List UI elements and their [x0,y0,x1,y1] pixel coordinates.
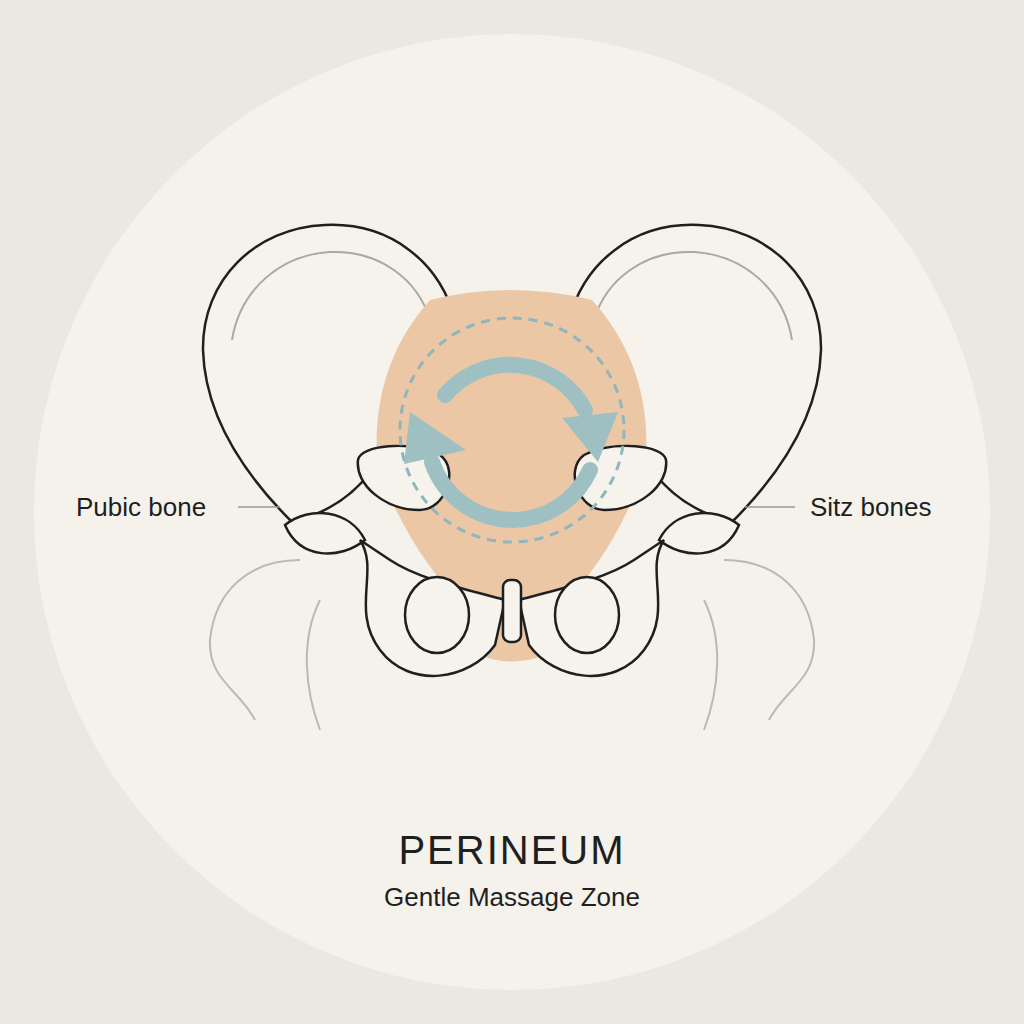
part-label: Pubic bone [76,492,206,523]
diagram-caption: Gentle Massage Zone [0,882,1024,913]
diagram-title: PERINEUM [0,828,1024,873]
leader-line [238,506,795,508]
rotation-arrow [432,365,590,520]
arrow-head [404,412,618,464]
part-label: Sitz bones [810,492,931,523]
dashed-orbit [400,318,624,542]
pubic-region [360,540,664,676]
